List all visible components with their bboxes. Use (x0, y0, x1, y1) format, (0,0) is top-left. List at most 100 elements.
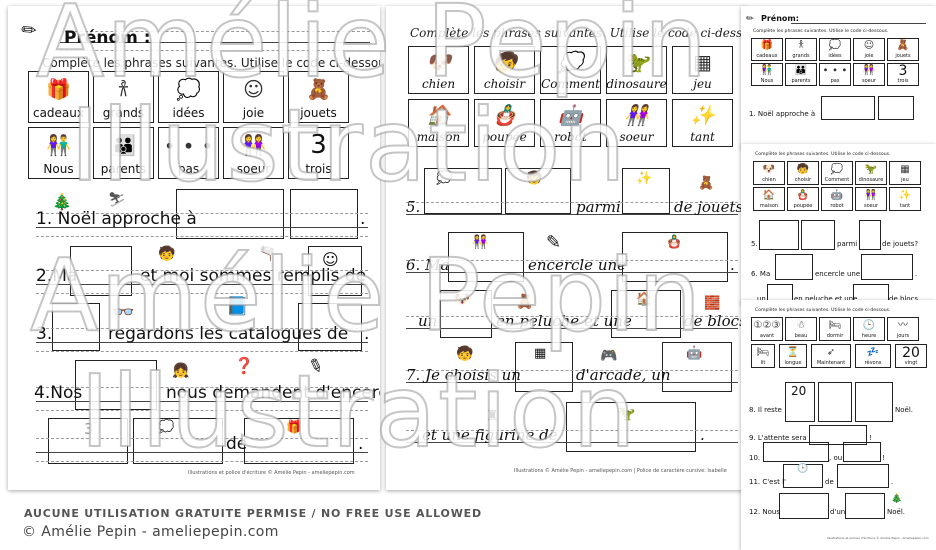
credit-text: Illustrations © Amélie Pepin - ameliepep… (514, 468, 727, 474)
answer-box[interactable] (818, 382, 852, 422)
answer-box[interactable] (785, 382, 815, 422)
answer-box[interactable] (515, 342, 573, 392)
answer-box[interactable] (801, 220, 835, 250)
answer-box[interactable] (878, 96, 914, 120)
guide-line (36, 410, 368, 411)
choosing-child-icon: 🧒 (526, 171, 543, 186)
answer-box[interactable] (308, 246, 362, 296)
thought-bubble-icon: 💭 (436, 171, 453, 186)
code-card: ☺joie (223, 71, 284, 123)
code-card: 👭soeur (223, 127, 284, 179)
answer-box[interactable] (566, 402, 696, 452)
code-word: idées (172, 106, 205, 120)
answer-box[interactable] (759, 220, 799, 250)
kids-icon: 👧 (172, 363, 190, 379)
sentence-6d: en peluche et une (496, 312, 632, 330)
answer-box[interactable] (767, 284, 793, 304)
robot-icon: 🤖 (558, 103, 583, 127)
code-word: choisir (794, 177, 812, 183)
worksheet-thumbnail-2: Complète les phrases suivantes. Utilise … (741, 144, 936, 304)
code-word: beau (794, 333, 808, 339)
code-word: longue (784, 360, 802, 366)
answer-box[interactable] (853, 284, 889, 304)
code-word: jeu (693, 77, 712, 91)
code-card: ∙ ∙ ∙pas (158, 127, 219, 179)
answer-box[interactable] (859, 220, 881, 250)
guide-line (36, 213, 368, 214)
answer-box[interactable] (611, 290, 681, 338)
answer-box[interactable] (176, 189, 284, 239)
answer-box[interactable] (424, 168, 502, 214)
sentence-6b: encercle une (815, 270, 861, 278)
answer-box[interactable] (440, 290, 492, 338)
sentence-7b: d'arcade, un (576, 366, 671, 384)
pencil-circle-icon: ✎ (546, 232, 562, 253)
sentence-12b: d'un (830, 508, 846, 516)
sentence-text: Ma (52, 266, 78, 286)
instruction-text: Complète les phrases suivantes. Utilise … (42, 56, 380, 70)
answer-box[interactable] (48, 418, 128, 464)
code-word: idées (828, 53, 842, 59)
answer-box[interactable] (133, 418, 223, 464)
answer-box[interactable] (855, 382, 893, 422)
code-card: 🧒choisir (787, 161, 819, 185)
answer-box[interactable] (763, 442, 829, 462)
code-word: pas (830, 78, 840, 84)
answer-box[interactable] (809, 425, 867, 445)
answer-box[interactable] (298, 303, 362, 351)
dog-icon: 🐶 (426, 50, 451, 74)
answer-box[interactable] (290, 189, 358, 239)
code-card: 🛏lit (751, 344, 775, 368)
answer-box[interactable] (662, 342, 732, 392)
credit-text: Illustrations et polices d'écriture © Am… (827, 536, 929, 540)
answer-box[interactable] (821, 96, 875, 120)
answer-box[interactable] (861, 254, 913, 280)
answer-box[interactable] (837, 464, 889, 488)
answer-box[interactable] (843, 442, 881, 462)
code-picture-icon: 👫 (760, 65, 774, 76)
sentence-6a: 6. Ma (751, 270, 771, 278)
gifts-hint-icon: 🎁 (286, 420, 303, 435)
code-picture-icon: ☃ (796, 319, 806, 331)
code-card: 🪆poupée (474, 99, 535, 147)
answer-box[interactable] (448, 232, 524, 282)
code-card: 🧸jouets (887, 38, 919, 61)
sentence-6c: un (418, 312, 438, 330)
answer-box[interactable] (52, 303, 100, 351)
code-card: 💤rêvons (855, 344, 891, 368)
answer-box[interactable] (845, 493, 885, 519)
answer-box[interactable] (505, 168, 571, 214)
answer-box[interactable] (622, 232, 728, 282)
answer-box[interactable] (622, 168, 670, 214)
sisters-icon: 👭 (241, 133, 266, 157)
code-picture-icon: ⏳ (786, 346, 800, 358)
code-word: poupée (793, 203, 813, 209)
guide-line (406, 370, 738, 371)
usage-notice: AUCUNE UTILISATION GRATUITE PERMISE / NO… (24, 507, 482, 520)
answer-box[interactable] (779, 493, 829, 519)
sentence-5b: de jouets? (674, 198, 746, 216)
answer-box[interactable] (75, 360, 157, 410)
answer-box[interactable] (70, 246, 132, 296)
answer-box[interactable] (775, 254, 813, 280)
code-word: heure (861, 333, 877, 339)
toys-icon: 🧸 (306, 77, 331, 101)
sentence-4c: de (226, 434, 248, 454)
code-word: dinosaure (858, 177, 884, 183)
code-card: 🤖robot (540, 99, 601, 147)
answer-box[interactable] (783, 464, 823, 488)
sentence-7a: 7. Je choisis un (406, 366, 521, 384)
code-picture-icon: 🐶 (762, 163, 776, 175)
code-card: ▦jeu (889, 161, 921, 185)
code-word: dinosaure (606, 77, 667, 91)
sentence-end: ! (869, 434, 872, 442)
footsteps-icon: ∙ ∙ ∙ (163, 133, 214, 157)
sentence-5a: parmi (576, 198, 621, 216)
sisters-icon: 👭 (624, 103, 649, 127)
code-picture-icon: 👭 (864, 189, 878, 201)
choosing-child-icon: 🧒 (492, 50, 517, 74)
game-board-icon: ▦ (534, 346, 547, 361)
answer-box[interactable] (244, 418, 354, 464)
